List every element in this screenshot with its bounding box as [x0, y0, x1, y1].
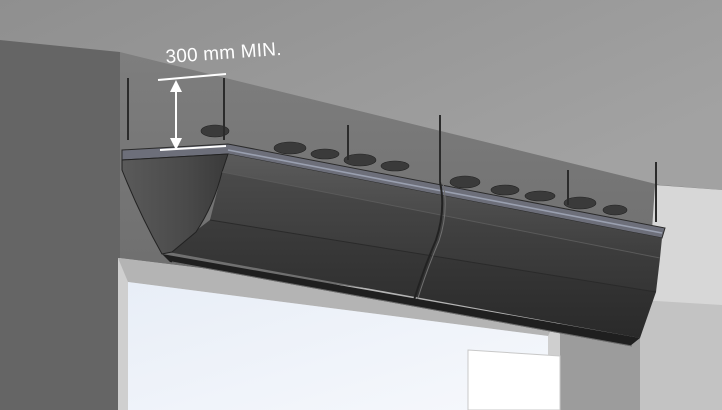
suspension-rods	[127, 78, 657, 222]
grille-edge	[171, 261, 633, 347]
fan-unit	[449, 175, 481, 189]
fan-unit	[310, 148, 340, 160]
dimension-arrow-down	[170, 138, 182, 150]
opening-reveal-right	[467, 349, 561, 410]
fan-unit	[524, 190, 556, 202]
dimension-bottom-line	[159, 145, 227, 151]
dimension-top-line	[157, 73, 227, 81]
right-wall-shade	[640, 300, 722, 410]
curtain-end-cap	[121, 153, 229, 255]
fan-unit	[273, 141, 307, 155]
fan-unit	[200, 124, 230, 138]
module-joint-highlight	[416, 182, 446, 302]
dimension-arrow-up	[170, 80, 182, 92]
module-joint	[413, 181, 444, 301]
opening-reveal-top	[118, 258, 560, 336]
door-opening	[128, 282, 548, 410]
top-edge-highlight	[227, 149, 663, 234]
fan-unit	[490, 184, 520, 196]
left-wall	[0, 40, 120, 410]
fan-unit	[343, 153, 377, 167]
fan-units	[200, 124, 628, 216]
discharge-grille	[162, 254, 640, 346]
curtain-body-lower	[168, 220, 656, 338]
fan-unit	[380, 160, 410, 172]
curtain-body-middle	[210, 172, 660, 292]
fan-unit	[563, 196, 597, 210]
fan-unit	[602, 204, 628, 216]
ceiling-surface	[0, 0, 722, 190]
